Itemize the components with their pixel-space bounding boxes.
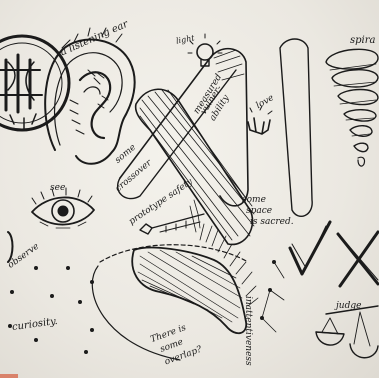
label-vertical-word: inattentiveness: [243, 296, 252, 366]
label-spiral: spira: [350, 36, 375, 46]
checkmark-icon: [290, 222, 330, 274]
tall-rounded-shape: [280, 39, 312, 216]
connector-lines: [262, 262, 284, 332]
label-see: see: [50, 184, 65, 193]
color-mark: [0, 374, 18, 378]
spiral-tornado-drawing: [326, 49, 378, 166]
x-mark-icon: [338, 232, 378, 286]
label-judge: judge: [336, 302, 361, 311]
label-is-sacred: is sacred.: [250, 218, 294, 227]
label-some: some: [242, 196, 266, 205]
scales-icon: [316, 306, 378, 358]
eye-drawing: [32, 188, 94, 228]
label-space: space: [246, 207, 272, 216]
